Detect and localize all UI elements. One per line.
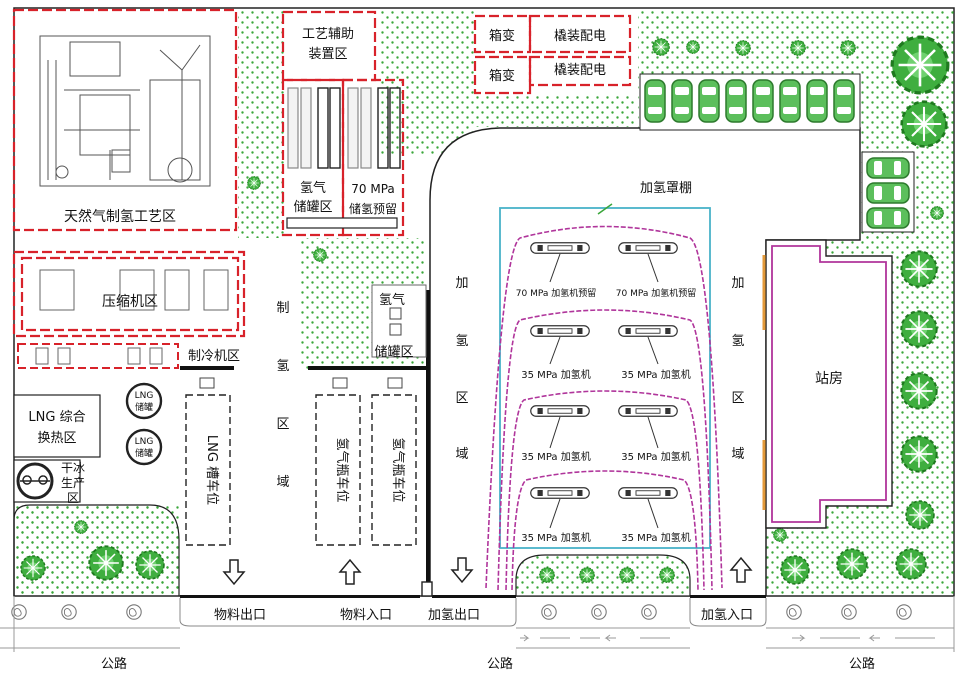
label-station-house: 站房 bbox=[815, 371, 843, 387]
label-road-3: 公路 bbox=[849, 656, 875, 672]
label-h2-exit: 加氢出口 bbox=[428, 608, 480, 623]
label-process-aux-1: 工艺辅助 bbox=[302, 27, 354, 42]
dispenser-label: 35 MPa 加氢机 bbox=[621, 531, 690, 544]
label-road-1: 公路 bbox=[101, 656, 127, 672]
label-h2-cylinder-1: 氢气瓶车位 bbox=[334, 437, 350, 502]
label-dry-ice-1: 干冰 bbox=[61, 461, 85, 475]
lng-tank-1 bbox=[125, 382, 163, 420]
refuel-canopy bbox=[499, 207, 711, 549]
label-h2-storage2-2: 储罐区 bbox=[374, 345, 413, 360]
label-material-exit: 物料出口 bbox=[214, 608, 266, 623]
label-refuel-left-4: 域 bbox=[455, 447, 468, 462]
dispenser-label: 35 MPa 加氢机 bbox=[621, 368, 690, 381]
label-prod-area-2: 氢 bbox=[276, 359, 289, 374]
h2-storage-tubes bbox=[286, 87, 401, 229]
label-h2-storage-2: 储罐区 bbox=[293, 200, 332, 215]
label-refuel-left-1: 加 bbox=[455, 276, 468, 291]
label-material-entry: 物料入口 bbox=[340, 608, 392, 623]
label-h2-storage2-1: 氢气 bbox=[379, 292, 405, 308]
label-gas-reform: 天然气制氢工艺区 bbox=[64, 208, 176, 225]
label-refuel-right-3: 区 bbox=[731, 391, 744, 406]
reform-equipment bbox=[39, 35, 211, 187]
dispenser-label: 35 MPa 加氢机 bbox=[521, 531, 590, 544]
dispenser-label: 35 MPa 加氢机 bbox=[621, 450, 690, 463]
dispenser-label: 35 MPa 加氢机 bbox=[521, 368, 590, 381]
label-lng-tank-1a: LNG bbox=[135, 391, 154, 401]
station-house bbox=[765, 239, 893, 529]
truck-bays bbox=[185, 394, 417, 546]
label-prod-area-3: 区 bbox=[276, 417, 289, 432]
red-zones bbox=[12, 8, 632, 338]
label-h2-storage-1: 氢气 bbox=[300, 180, 326, 196]
parking-spaces bbox=[639, 73, 915, 233]
label-lng-tank-2b: 储罐 bbox=[135, 447, 153, 459]
walls bbox=[180, 290, 766, 599]
label-dry-ice-2: 生产 bbox=[61, 476, 85, 490]
label-lng-heat-2: 换热区 bbox=[37, 431, 76, 446]
label-70mpa-storage-1: 70 MPa bbox=[351, 182, 395, 196]
label-h2-entry: 加氢入口 bbox=[701, 608, 753, 623]
dispenser-label: 70 MPa 加氢机预留 bbox=[516, 287, 596, 299]
refrigeration-band bbox=[17, 343, 179, 369]
label-skid-power-2: 橇装配电 bbox=[554, 63, 606, 78]
label-lng-heat-1: LNG 综合 bbox=[28, 410, 85, 425]
label-box-transformer-2: 箱变 bbox=[489, 68, 515, 84]
label-prod-area-1: 制 bbox=[276, 301, 289, 316]
label-lng-truck: LNG 槽车位 bbox=[204, 435, 220, 505]
label-refuel-left-3: 区 bbox=[455, 391, 468, 406]
label-refuel-left-2: 氢 bbox=[455, 334, 468, 349]
compressor-units bbox=[39, 269, 229, 311]
dispenser-label: 70 MPa 加氢机预留 bbox=[616, 287, 696, 299]
label-dry-ice-3: 区 bbox=[67, 491, 79, 505]
label-compressor: 压缩机区 bbox=[102, 294, 158, 310]
label-70mpa-storage-2: 储氢预留 bbox=[349, 201, 397, 216]
label-box-transformer-1: 箱变 bbox=[489, 28, 515, 44]
label-lng-tank-1b: 储罐 bbox=[135, 401, 153, 413]
lng-heat-exchange bbox=[13, 394, 101, 458]
traffic-arrows bbox=[222, 556, 753, 586]
lng-tank-2 bbox=[125, 428, 163, 466]
label-refuel-right-4: 域 bbox=[731, 447, 744, 462]
label-prod-area-4: 域 bbox=[276, 475, 289, 490]
label-refuel-right-2: 氢 bbox=[731, 334, 744, 349]
label-lng-tank-2a: LNG bbox=[135, 437, 154, 447]
label-refrigeration: 制冷机区 bbox=[188, 349, 240, 364]
dispenser-label: 35 MPa 加氢机 bbox=[521, 450, 590, 463]
label-h2-cylinder-2: 氢气瓶车位 bbox=[390, 437, 406, 502]
label-road-2: 公路 bbox=[487, 656, 513, 672]
refuel-lanes bbox=[485, 225, 723, 591]
label-refuel-right-1: 加 bbox=[731, 276, 744, 291]
label-canopy: 加氢罩棚 bbox=[640, 181, 692, 196]
label-skid-power-1: 橇装配电 bbox=[554, 29, 606, 44]
roads bbox=[0, 596, 968, 677]
label-process-aux-2: 装置区 bbox=[308, 47, 347, 62]
